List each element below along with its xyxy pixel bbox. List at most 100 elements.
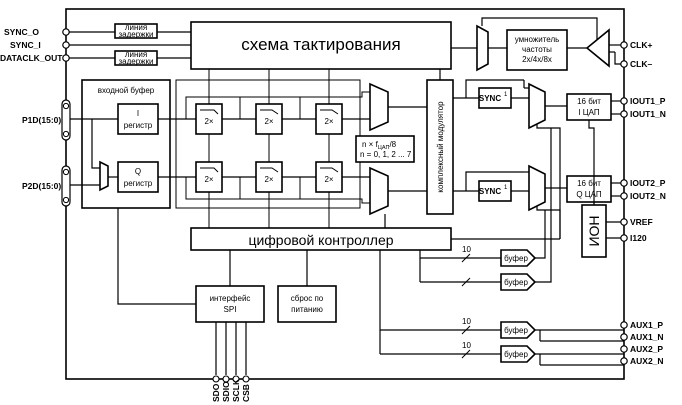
svg-text:линия: линия (125, 50, 147, 59)
svg-text:линия: линия (125, 23, 147, 32)
svg-text:2×: 2× (264, 175, 273, 184)
svg-text:интерфейс: интерфейс (210, 294, 251, 303)
svg-text:задержки: задержки (118, 57, 153, 66)
spi-block: интерфейс SPI (195, 285, 265, 323)
svg-text:10: 10 (462, 341, 471, 350)
pin-iout1-n: IOUT1_N (620, 109, 666, 119)
pin-aux2-p: AUX2_P (620, 344, 663, 354)
svg-text:буфер: буфер (504, 350, 528, 359)
svg-text:1: 1 (504, 185, 508, 191)
freq-note: n × fЦАП/8 n = 0, 1, 2 ... 7 (355, 135, 415, 163)
pin-dataclk-out: DATACLK_OUT (0, 53, 115, 63)
dac-mux-i (528, 82, 546, 130)
pin-iout1-p: IOUT1_P (620, 96, 666, 106)
svg-text:буфер: буфер (504, 326, 528, 335)
svg-text:n × fЦАП/8: n × fЦАП/8 (362, 140, 397, 151)
svg-text:AUX1_P: AUX1_P (630, 320, 663, 330)
pin-sync-o-label: SYNC_O (4, 27, 39, 37)
svg-text:n = 0, 1, 2 ... 7: n = 0, 1, 2 ... 7 (360, 150, 412, 159)
svg-text:питанию: питанию (291, 305, 323, 314)
svg-text:IOUT1_N: IOUT1_N (630, 109, 666, 119)
svg-text:2x/4x/8x: 2x/4x/8x (522, 55, 552, 64)
svg-text:2×: 2× (264, 117, 273, 126)
pin-sdo: SDO (211, 375, 221, 402)
svg-text:16 бит: 16 бит (577, 179, 601, 188)
buffer-1: буфер (500, 249, 537, 267)
svg-text:сброс по: сброс по (291, 294, 324, 303)
pin-sdio: SDIO (221, 375, 231, 402)
svg-text:2×: 2× (204, 117, 213, 126)
pin-sync-i: SYNC_I (10, 40, 191, 50)
clock-mux (476, 24, 489, 72)
pin-clk-p: CLK+ (620, 40, 652, 50)
svg-text:CLK–: CLK– (630, 59, 652, 69)
svg-text:Q ЦАП: Q ЦАП (576, 190, 602, 199)
svg-text:цифровой контроллер: цифровой контроллер (248, 232, 393, 248)
clock-scheme-label: схема тактирования (241, 35, 400, 54)
pin-aux2-n: AUX2_N (620, 356, 664, 366)
svg-text:2×: 2× (324, 117, 333, 126)
buffer-4: буфер (500, 345, 537, 363)
svg-text:10: 10 (462, 245, 471, 254)
svg-text:Q: Q (135, 167, 141, 176)
interp-i-3: 2× (315, 103, 343, 135)
complex-modulator: комплексный модулятор (426, 79, 454, 215)
svg-text:регистр: регистр (124, 121, 153, 130)
svg-text:IOUT2_N: IOUT2_N (630, 191, 666, 201)
pin-p2d-label: P2D(15:0) (22, 181, 61, 191)
svg-text:I120: I120 (630, 233, 647, 243)
pin-i120: I120 (620, 233, 647, 243)
buffer-2: буфер (500, 273, 537, 291)
svg-text:SCLK: SCLK (231, 378, 241, 402)
dac-q: 16 бит Q ЦАП (566, 175, 612, 203)
pin-p2d: P2D(15:0) (22, 165, 71, 207)
svg-text:IOUT2_P: IOUT2_P (630, 178, 666, 188)
dac-mux-q (528, 164, 546, 212)
ion-block: ИОН (581, 204, 607, 258)
svg-text:16 бит: 16 бит (577, 97, 601, 106)
multiplier-block: умножитель частоты 2x/4x/8x (506, 29, 568, 71)
i-register: I регистр (117, 103, 159, 135)
svg-text:2×: 2× (324, 175, 333, 184)
pin-csb: CSB (241, 375, 251, 402)
svg-text:AUX2_N: AUX2_N (630, 356, 664, 366)
svg-text:комплексный модулятор: комплексный модулятор (436, 101, 445, 193)
svg-text:SDO: SDO (211, 383, 221, 402)
pin-iout2-n: IOUT2_N (620, 191, 666, 201)
delay-line-1: линия задержки (114, 23, 158, 39)
pin-aux1-p: AUX1_P (620, 320, 663, 330)
dac-i: 16 бит I ЦАП (566, 93, 612, 121)
svg-text:10: 10 (462, 317, 471, 326)
clock-scheme-block: схема тактирования (190, 21, 452, 70)
svg-text:входной буфер: входной буфер (98, 86, 155, 95)
svg-text:задержки: задержки (118, 30, 153, 39)
svg-text:SPI: SPI (224, 305, 237, 314)
interp-i-1: 2× (195, 103, 223, 135)
digital-controller: цифровой контроллер (190, 227, 452, 251)
svg-text:VREF: VREF (630, 217, 653, 227)
svg-text:2×: 2× (204, 175, 213, 184)
delay-line-2: линия задержки (114, 50, 158, 66)
svg-text:регистр: регистр (124, 179, 153, 188)
pin-sync-o: SYNC_O (4, 27, 115, 37)
svg-text:AUX2_P: AUX2_P (630, 344, 663, 354)
interp-mux-q (369, 166, 389, 216)
pin-vref: VREF (620, 217, 653, 227)
reset-block: сброс по питанию (277, 285, 337, 323)
buffer-3: буфер (500, 321, 537, 339)
svg-text:частоты: частоты (522, 45, 552, 54)
interp-q-1: 2× (195, 161, 223, 193)
interp-i-2: 2× (255, 103, 283, 135)
sync-block-1: SYNC 1 (478, 87, 512, 109)
input-mux (99, 160, 109, 192)
pin-clk-n: CLK– (620, 59, 652, 69)
svg-text:I ЦАП: I ЦАП (578, 108, 600, 117)
svg-text:IOUT1_P: IOUT1_P (630, 96, 666, 106)
pin-sclk: SCLK (231, 375, 241, 402)
pin-p1d-label: P1D(15:0) (22, 115, 61, 125)
pin-iout2-p: IOUT2_P (620, 178, 666, 188)
svg-text:CLK+: CLK+ (630, 40, 652, 50)
svg-text:ИОН: ИОН (586, 215, 602, 246)
q-register: Q регистр (117, 161, 159, 193)
